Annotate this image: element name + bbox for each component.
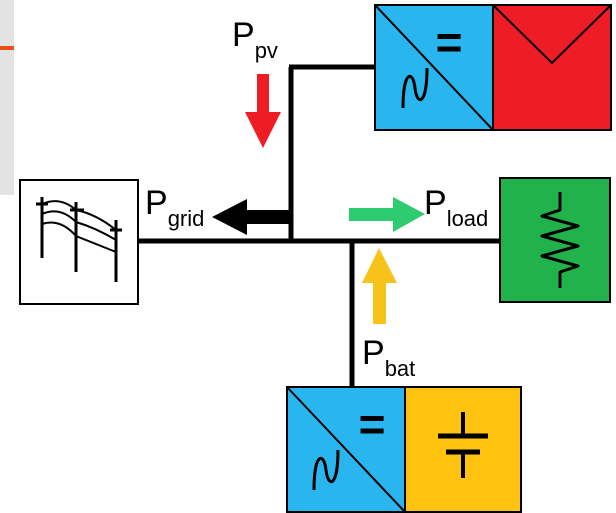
grid-flow-arrow (212, 199, 289, 235)
pv-power-label: Ppv (232, 16, 278, 63)
ac-wave-icon (401, 67, 429, 109)
grid-label-main: P (145, 184, 168, 222)
battery-inverter-block: = (286, 386, 522, 513)
grid-label-sub: grid (168, 206, 205, 231)
resistor-coil-icon (540, 192, 580, 288)
grid-block (19, 179, 139, 305)
load-label-main: P (424, 184, 447, 222)
load-power-label: Pload (424, 184, 488, 231)
battery-icon (404, 386, 522, 513)
load-flow-arrow (349, 197, 425, 232)
battery-flow-arrow (362, 248, 397, 324)
side-accent-bar (0, 46, 14, 50)
battery-power-label: Pbat (362, 334, 415, 381)
inverter-icon: = (374, 4, 494, 131)
solar-panel-icon (492, 4, 612, 131)
bus-lines (138, 64, 500, 387)
power-lines-icon (36, 197, 122, 282)
pv-label-main: P (232, 16, 255, 54)
pv-flow-arrow (245, 74, 281, 148)
load-label-sub: load (447, 206, 489, 231)
bat-label-main: P (362, 334, 385, 372)
ac-wave-icon (312, 449, 340, 491)
load-block (499, 177, 611, 303)
side-panel (0, 0, 14, 195)
inverter-icon: = (286, 386, 406, 513)
pv-label-sub: pv (255, 38, 278, 63)
bat-label-sub: bat (385, 356, 416, 381)
dc-symbol: = (436, 16, 463, 68)
grid-power-label: Pgrid (145, 184, 204, 231)
dc-symbol: = (359, 398, 386, 450)
pv-inverter-block: = (374, 4, 612, 131)
